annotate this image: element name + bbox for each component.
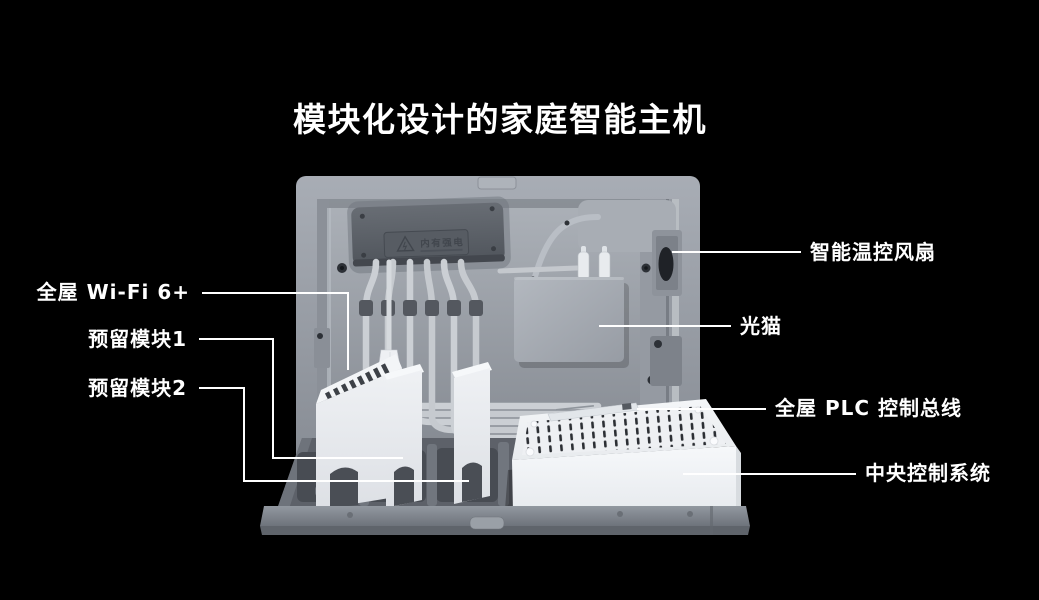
fan-opening — [658, 247, 674, 281]
smart-fan — [652, 230, 682, 296]
callout-label-module2: 预留模块2 — [88, 376, 187, 400]
central-control-box — [504, 399, 746, 522]
reserved-module-1 — [384, 364, 424, 508]
callout-label-module1: 预留模块1 — [88, 327, 187, 351]
callout-line-wifi — [347, 292, 349, 370]
callout-line-module2 — [243, 387, 245, 482]
plc-label-strip — [547, 402, 640, 422]
callout-line-fan — [672, 251, 801, 253]
callout-line-module2 — [243, 480, 469, 482]
reserved-module-2 — [452, 362, 492, 504]
callout-line-ccs — [683, 473, 856, 475]
callout-line-wifi — [202, 292, 349, 294]
warning-triangle-icon — [396, 235, 415, 252]
warning-label: 内有强电 — [383, 229, 470, 258]
callout-line-module1 — [272, 338, 274, 459]
warning-label-text: 内有强电 — [420, 236, 464, 250]
optical-modem — [514, 277, 629, 368]
callout-line-module2 — [199, 387, 245, 389]
callout-line-modem — [599, 325, 731, 327]
callout-label-plc: 全屋 PLC 控制总线 — [775, 396, 963, 420]
tray-front-rail — [260, 506, 750, 535]
fiber-connectors — [577, 246, 611, 281]
hinges — [314, 328, 682, 386]
wifi-module — [316, 354, 402, 510]
wifi-module-ports — [324, 363, 390, 403]
callout-line-module1 — [272, 457, 403, 459]
callout-label-fan: 智能温控风扇 — [810, 240, 936, 264]
power-panel: 内有强电 — [347, 196, 511, 274]
callout-label-ccs: 中央控制系统 — [865, 461, 991, 485]
page-title: 模块化设计的家庭智能主机 — [293, 100, 707, 139]
callout-label-modem: 光猫 — [740, 314, 782, 338]
callout-label-wifi: 全屋 Wi-Fi 6+ — [36, 280, 190, 304]
callout-line-plc — [637, 408, 766, 410]
callout-line-module1 — [199, 338, 274, 340]
